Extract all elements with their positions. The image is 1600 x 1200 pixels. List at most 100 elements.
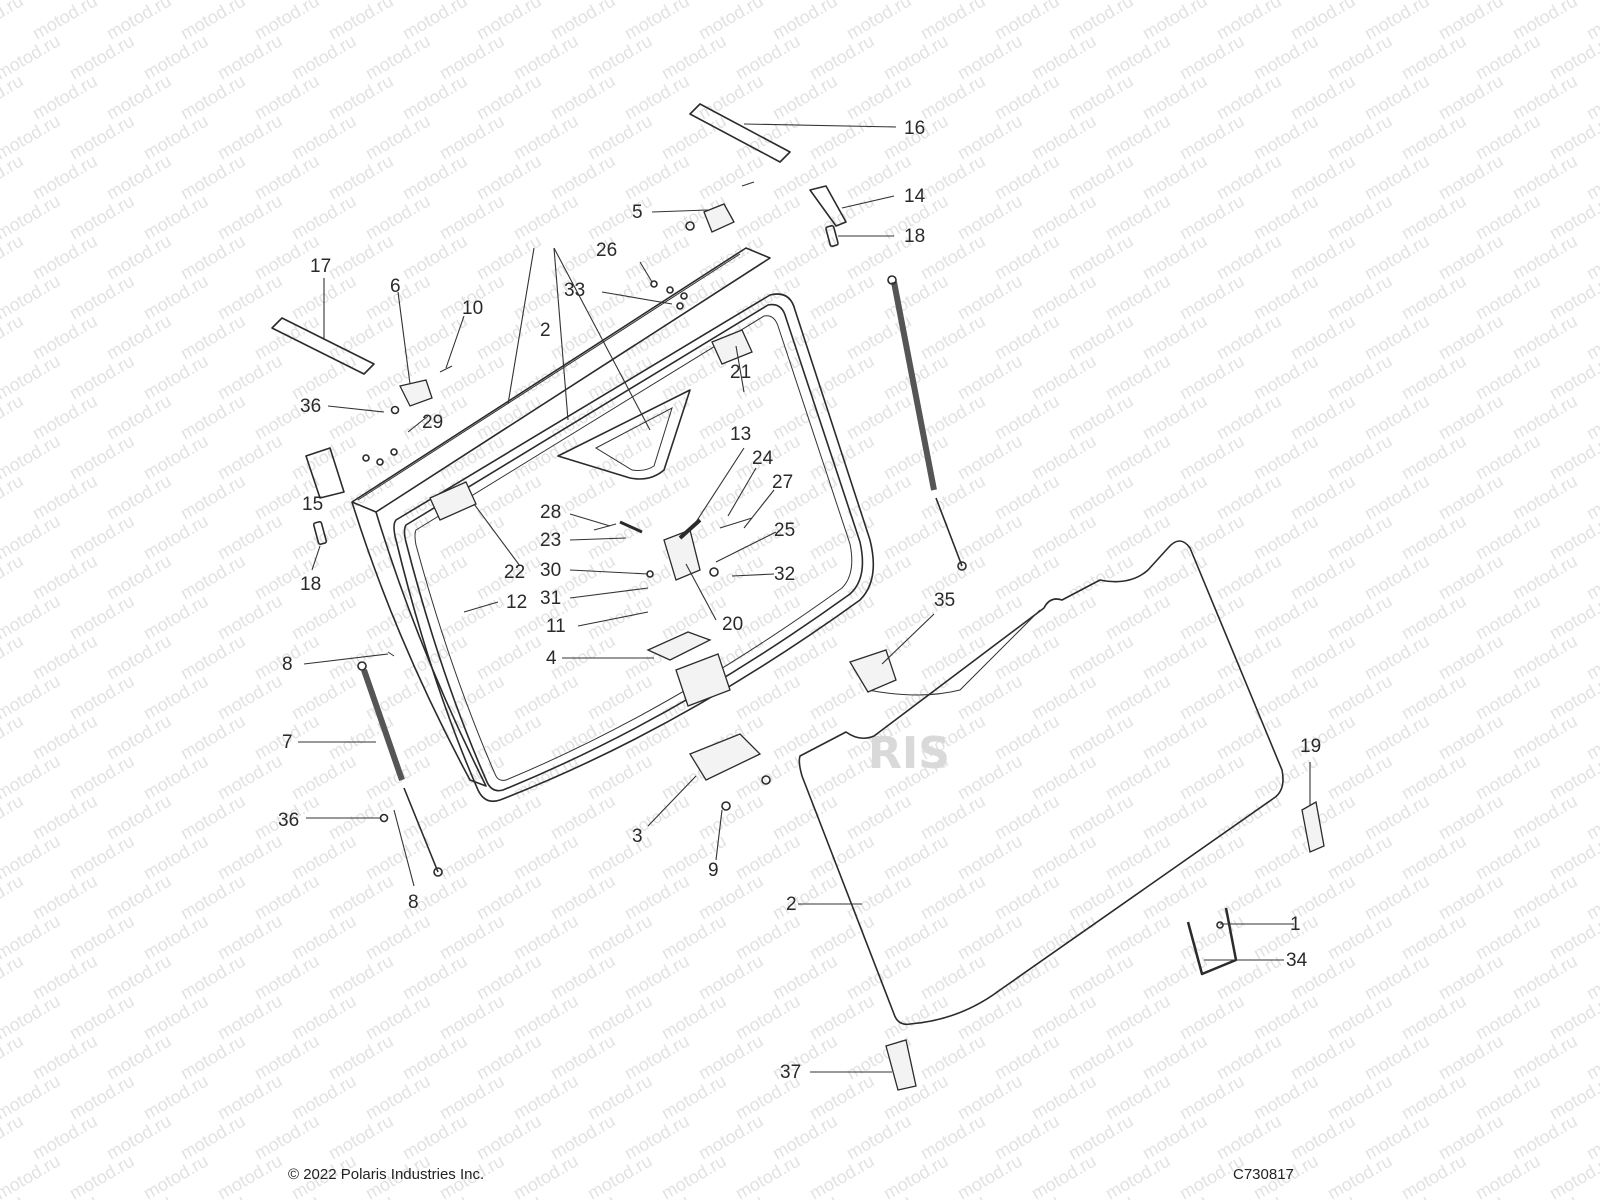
- spring-23: [619, 520, 643, 534]
- watermark-text: motod.ru: [399, 0, 471, 43]
- watermark-text: motod.ru: [732, 191, 804, 244]
- watermark-text: motod.ru: [1361, 1111, 1433, 1164]
- watermark-text: motod.ru: [1398, 191, 1470, 244]
- watermark-text: motod.ru: [177, 1191, 249, 1200]
- watermark-text: motod.ru: [1435, 551, 1507, 604]
- watermark-text: motod.ru: [325, 791, 397, 844]
- watermark-text: motod.ru: [1065, 871, 1137, 924]
- watermark-text: motod.ru: [806, 111, 878, 164]
- watermark-text: motod.ru: [1324, 751, 1396, 804]
- watermark-text: motod.ru: [325, 871, 397, 924]
- watermark-text: motod.ru: [1472, 831, 1544, 884]
- watermark-text: motod.ru: [1213, 391, 1285, 444]
- watermark-text: motod.ru: [1102, 1071, 1174, 1124]
- watermark-text: motod.ru: [1509, 1191, 1581, 1200]
- watermark-text: motod.ru: [1065, 391, 1137, 444]
- watermark-text: motod.ru: [1324, 831, 1396, 884]
- watermark-text: motod.ru: [0, 1191, 27, 1200]
- watermark-text: motod.ru: [1065, 951, 1137, 1004]
- callout-36-bottom: 36: [278, 810, 299, 831]
- watermark-text: motod.ru: [621, 0, 693, 43]
- watermark-text: motod.ru: [1435, 391, 1507, 444]
- watermark-text: motod.ru: [1102, 511, 1174, 564]
- watermark-text: motod.ru: [140, 911, 212, 964]
- watermark-text: motod.ru: [1139, 0, 1211, 43]
- watermark-text: motod.ru: [140, 591, 212, 644]
- watermark-text: motod.ru: [1213, 471, 1285, 524]
- gas-strut-7-end: [357, 661, 367, 671]
- watermark-text: motod.ru: [1361, 711, 1433, 764]
- watermark-text: motod.ru: [1324, 351, 1396, 404]
- watermark-text: motod.ru: [1509, 951, 1581, 1004]
- watermark-text: motod.ru: [1324, 991, 1396, 1044]
- watermark-text: motod.ru: [1028, 991, 1100, 1044]
- watermark-text: motod.ru: [1287, 71, 1359, 124]
- watermark-text: motod.ru: [621, 1191, 693, 1200]
- watermark-text: motod.ru: [1287, 0, 1359, 43]
- watermark-text: motod.ru: [103, 71, 175, 124]
- watermark-text: motod.ru: [1361, 551, 1433, 604]
- watermark-text: motod.ru: [1435, 471, 1507, 524]
- watermark-text: motod.ru: [140, 1151, 212, 1200]
- watermark-text: motod.ru: [1472, 591, 1544, 644]
- brand-watermark: RIS: [868, 728, 950, 779]
- watermark-text: motod.ru: [1102, 31, 1174, 84]
- watermark-text: motod.ru: [547, 1111, 619, 1164]
- watermark-text: motod.ru: [29, 1191, 101, 1200]
- part-16-strip: [689, 103, 791, 163]
- watermark-text: motod.ru: [288, 1071, 360, 1124]
- part-10-bolt: [439, 365, 453, 373]
- watermark-text: motod.ru: [1472, 991, 1544, 1044]
- watermark-text: motod.ru: [66, 191, 138, 244]
- watermark-text: motod.ru: [1398, 31, 1470, 84]
- watermark-text: motod.ru: [177, 391, 249, 444]
- watermark-text: motod.ru: [1324, 271, 1396, 324]
- callout-24: 24: [752, 448, 774, 469]
- watermark-text: motod.ru: [843, 871, 915, 924]
- watermark-text: motod.ru: [214, 31, 286, 84]
- watermark-text: motod.ru: [769, 151, 841, 204]
- watermark-text: motod.ru: [1287, 311, 1359, 364]
- watermark-text: motod.ru: [1250, 431, 1322, 484]
- watermark-text: motod.ru: [1361, 471, 1433, 524]
- gas-strut-right-body: [891, 281, 937, 491]
- watermark-text: motod.ru: [177, 0, 249, 43]
- watermark-text: motod.ru: [621, 1031, 693, 1084]
- watermark-text: motod.ru: [991, 471, 1063, 524]
- watermark-text: motod.ru: [29, 791, 101, 844]
- watermark-text: motod.ru: [1361, 151, 1433, 204]
- watermark-text: motod.ru: [0, 311, 27, 364]
- watermark-text: motod.ru: [843, 1191, 915, 1200]
- watermark-text: motod.ru: [251, 151, 323, 204]
- watermark-text: motod.ru: [177, 791, 249, 844]
- watermark-text: motod.ru: [1250, 271, 1322, 324]
- watermark-text: motod.ru: [991, 551, 1063, 604]
- watermark-text: motod.ru: [436, 111, 508, 164]
- watermark-text: motod.ru: [991, 1111, 1063, 1164]
- seal-inner-loop: [414, 315, 853, 781]
- watermark-text: motod.ru: [66, 591, 138, 644]
- watermark-text: motod.ru: [843, 0, 915, 43]
- watermark-text: motod.ru: [880, 991, 952, 1044]
- bracket-22: [429, 481, 477, 521]
- watermark-text: motod.ru: [880, 271, 952, 324]
- watermark-text: motod.ru: [362, 31, 434, 84]
- watermark-text: motod.ru: [658, 1071, 730, 1124]
- watermark-text: motod.ru: [880, 511, 952, 564]
- watermark-text: motod.ru: [658, 31, 730, 84]
- watermark-text: motod.ru: [547, 1191, 619, 1200]
- screw-9b: [761, 775, 771, 785]
- watermark-text: motod.ru: [103, 791, 175, 844]
- watermark-text: motod.ru: [177, 231, 249, 284]
- watermark-text: motod.ru: [917, 311, 989, 364]
- watermark-text: motod.ru: [1472, 351, 1544, 404]
- hinge-6: [399, 379, 433, 407]
- watermark-text: motod.ru: [584, 191, 656, 244]
- watermark-text: motod.ru: [1398, 351, 1470, 404]
- watermark-text: motod.ru: [1435, 791, 1507, 844]
- watermark-text: motod.ru: [806, 1071, 878, 1124]
- watermark-text: motod.ru: [362, 831, 434, 884]
- watermark-text: motod.ru: [917, 871, 989, 924]
- watermark-text: motod.ru: [1435, 151, 1507, 204]
